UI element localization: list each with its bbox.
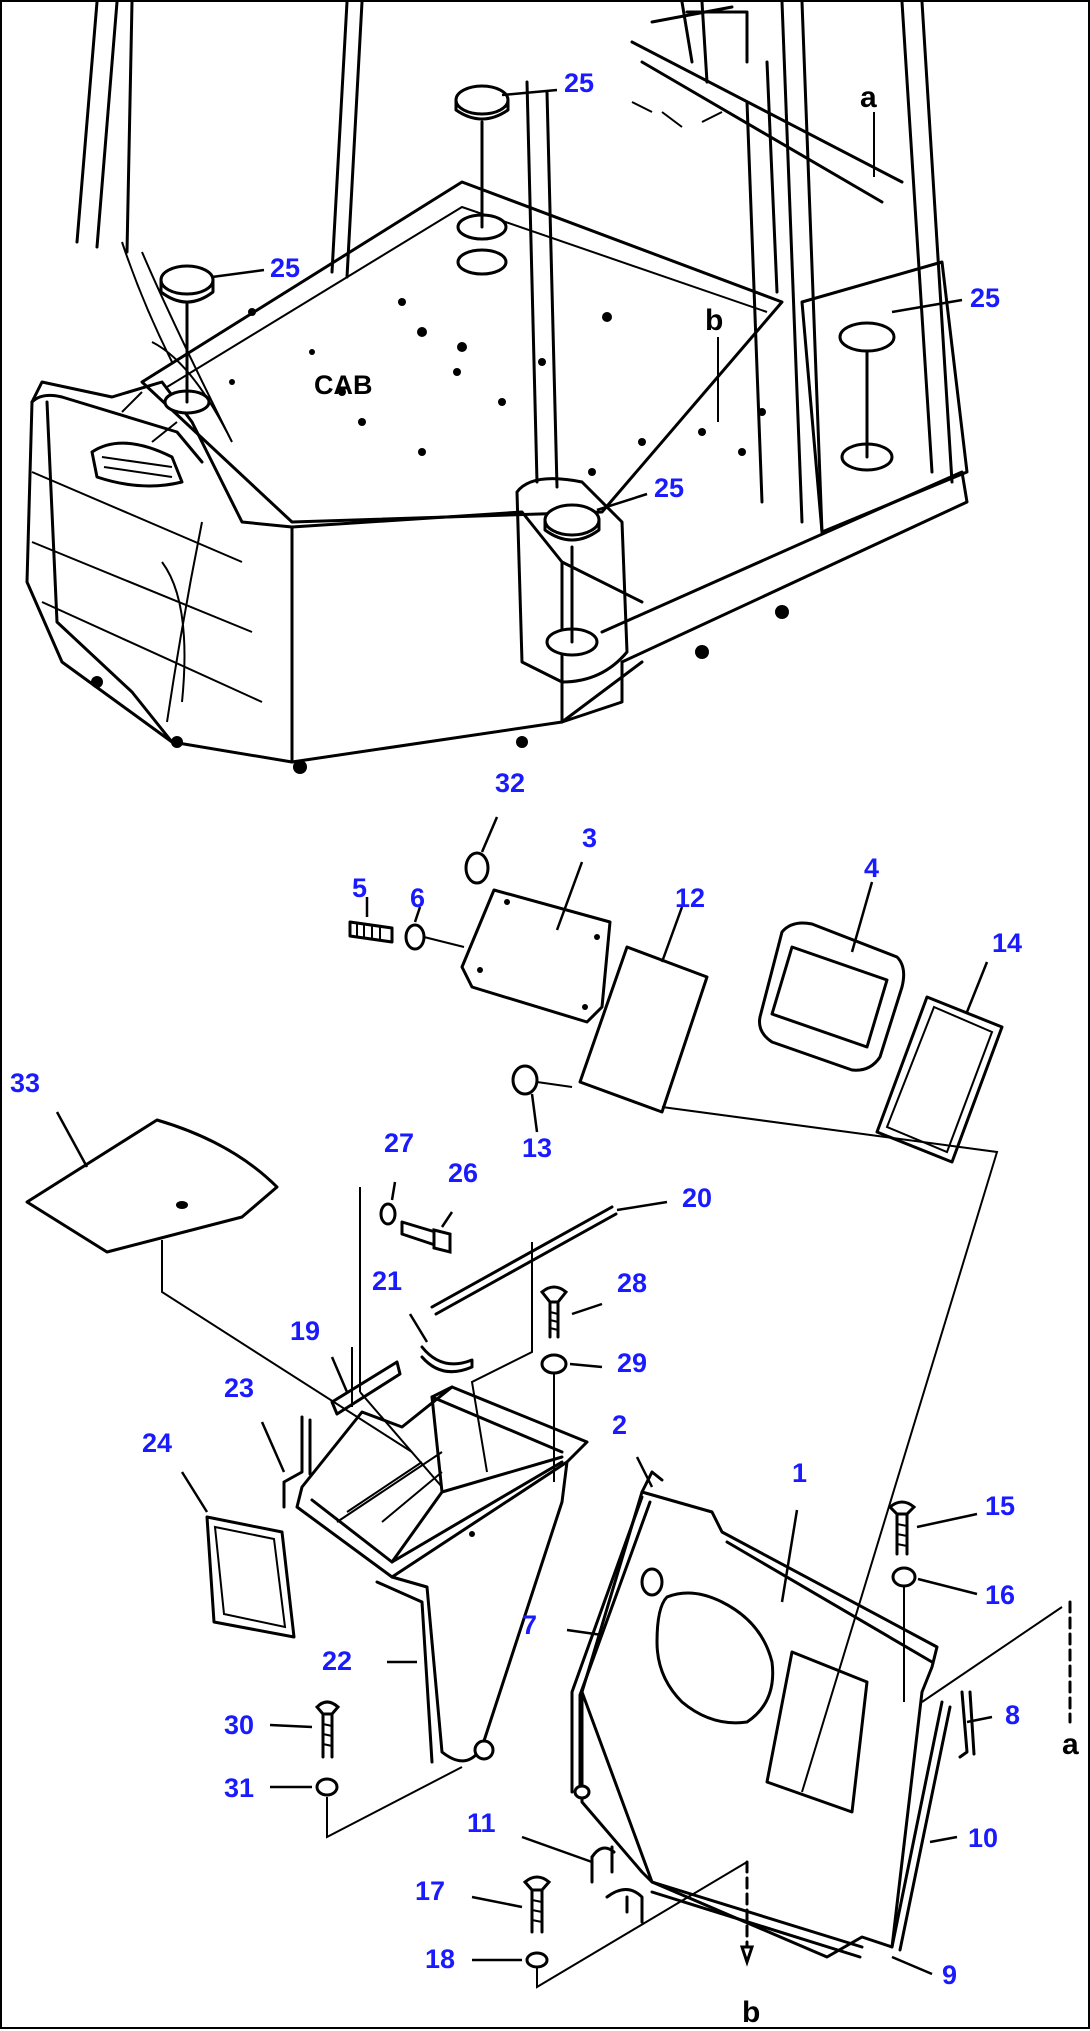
callout-1: 1	[792, 1458, 807, 1488]
reference-letter-a-bottom: a	[1062, 1728, 1079, 1761]
bolt-26: 26	[400, 1158, 478, 1254]
callout-26: 26	[448, 1158, 478, 1188]
cushion-mount-25-left	[159, 264, 215, 404]
seal-10: 10	[890, 1700, 998, 1952]
callout-5: 5	[352, 873, 367, 903]
callout-7: 7	[522, 1610, 537, 1640]
seal-7: 7	[522, 1495, 652, 1800]
callout-25-front: 25	[654, 473, 684, 503]
reference-letter-b-bottom: b	[742, 1996, 760, 2029]
assembly-line-20	[470, 1242, 533, 1473]
callout-9: 9	[942, 1960, 957, 1990]
callout-25-right: 25	[970, 283, 1000, 313]
callout-29: 29	[617, 1348, 647, 1378]
callout-20: 20	[682, 1183, 712, 1213]
gasket-4: 4	[758, 853, 906, 1072]
callout-31: 31	[224, 1773, 254, 1803]
callout-28: 28	[617, 1268, 647, 1298]
glass-14: 14	[875, 928, 1022, 1164]
bracket-21: 21	[372, 1266, 474, 1374]
cushion-mount-25-rear	[454, 84, 510, 229]
cab-assembly	[25, 2, 969, 774]
callout-21: 21	[372, 1266, 402, 1296]
washer-18: 18	[425, 1861, 748, 1989]
reference-letter-b-top: b	[705, 304, 723, 337]
callout-17: 17	[415, 1876, 445, 1906]
glass-24: 24	[142, 1428, 296, 1639]
assembly-line-12-to-1	[661, 1106, 999, 1793]
bolt-5: 5	[348, 873, 394, 944]
callout-25-left: 25	[270, 253, 300, 283]
grommet-32: 32	[464, 768, 525, 885]
cushion-mount-25-front	[543, 503, 601, 644]
callout-2: 2	[612, 1410, 627, 1440]
rod-20: 20	[430, 1183, 712, 1316]
bolt-15: 15	[887, 1491, 1015, 1556]
callout-33: 33	[10, 1068, 40, 1098]
mat-33: 33	[10, 1068, 413, 1453]
reference-b-bottom: b	[739, 1860, 760, 2029]
plate-1: 1	[580, 1458, 939, 1959]
callout-22: 22	[322, 1646, 352, 1676]
u-bolt-11: 11	[467, 1808, 644, 1924]
bolt-28: 28	[539, 1268, 647, 1339]
callout-13: 13	[522, 1133, 552, 1163]
callout-27: 27	[384, 1128, 414, 1158]
callout-24: 24	[142, 1428, 172, 1458]
washer-27: 27	[379, 1128, 414, 1226]
plate-19: 19	[290, 1316, 402, 1416]
callout-4: 4	[864, 853, 879, 883]
callout-15: 15	[985, 1491, 1015, 1521]
washer-6: 6	[404, 883, 465, 951]
callout-18: 18	[425, 1944, 455, 1974]
assembly-line-27	[359, 1187, 443, 1488]
callout-12: 12	[675, 883, 705, 913]
callout-11: 11	[467, 1808, 496, 1838]
callout-10: 10	[968, 1823, 998, 1853]
washer-31: 31	[224, 1766, 463, 1839]
callout-8: 8	[1005, 1700, 1020, 1730]
clip-13: 13	[511, 1064, 573, 1163]
seal-23: 23	[224, 1373, 312, 1509]
panel-12: 12	[578, 883, 709, 1114]
cab-label: CAB	[314, 370, 373, 400]
callout-3: 3	[582, 823, 597, 853]
bolt-30: 30	[224, 1700, 341, 1759]
callout-32: 32	[495, 768, 525, 798]
callout-14: 14	[992, 928, 1022, 958]
seal-2: 2	[612, 1410, 664, 1494]
callout-16: 16	[985, 1580, 1015, 1610]
bracket-8: 8	[958, 1690, 1020, 1759]
callout-19: 19	[290, 1316, 320, 1346]
callout-30: 30	[224, 1710, 254, 1740]
callout-25-rear: 25	[564, 68, 594, 98]
washer-29: 29	[540, 1348, 647, 1482]
reference-letter-a-top: a	[860, 81, 877, 114]
washer-16: 16	[891, 1566, 1015, 1702]
callout-6: 6	[410, 883, 425, 913]
cover-3: 3	[460, 823, 612, 1024]
callout-23: 23	[224, 1373, 254, 1403]
cushion-mount-25-right	[838, 321, 896, 459]
reference-line-a	[921, 1606, 1063, 1703]
bolt-17: 17	[415, 1875, 552, 1934]
seal-9: 9	[650, 1880, 957, 1990]
box-22: 22	[295, 1385, 589, 1764]
